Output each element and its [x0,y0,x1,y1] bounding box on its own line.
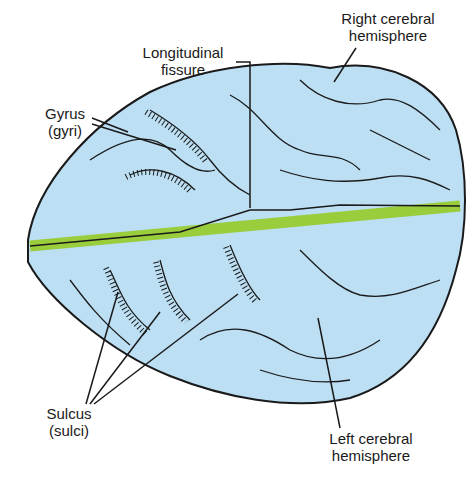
fissure-line [30,205,460,246]
leader-lines [86,48,356,428]
callout-label: Right cerebral hemisphere [332,10,444,44]
longitudinal-fissure-band [30,206,460,246]
callout-label: Longitudinal fissure [128,44,238,78]
callout-label: Gyrus (gyri) [36,105,94,139]
sulcus-hatching [106,112,256,334]
gyri-sulci-lines [70,80,450,382]
callout-label: Sulcus (sulci) [36,405,102,439]
callout-label: Left cerebral hemisphere [310,430,432,464]
brain-outline [28,64,465,403]
